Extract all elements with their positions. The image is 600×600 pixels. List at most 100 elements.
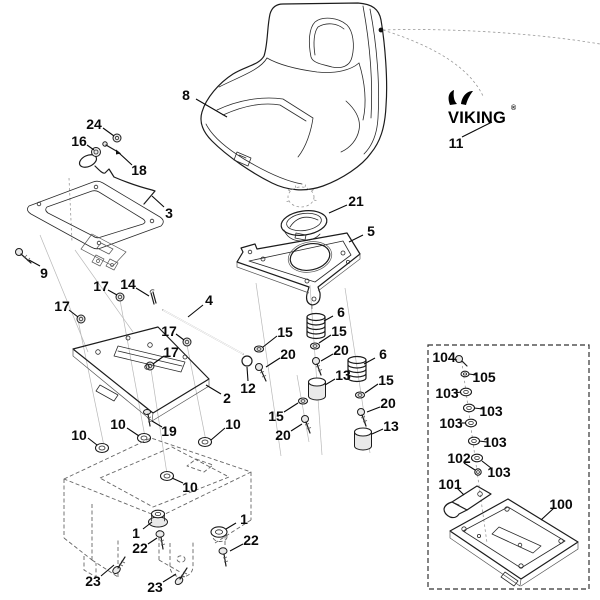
callout-line-3 xyxy=(151,195,165,208)
spacer-102 xyxy=(474,468,482,476)
callout-line-20 xyxy=(290,423,303,432)
callout-line-11 xyxy=(461,121,493,138)
part-label-17: 17 xyxy=(163,344,179,360)
part-label-101: 101 xyxy=(438,476,462,492)
part-label-23: 23 xyxy=(147,579,163,595)
part-label-21: 21 xyxy=(348,193,364,209)
part-label-24: 24 xyxy=(86,116,102,132)
part-label-15: 15 xyxy=(331,323,347,339)
part-label-5: 5 xyxy=(367,223,375,239)
part-label-103: 103 xyxy=(483,434,507,450)
callout-line-1 xyxy=(142,521,153,530)
part-label-19: 19 xyxy=(161,423,177,439)
part-label-17: 17 xyxy=(54,298,70,314)
inset-detail-box xyxy=(427,344,590,590)
part-label-20: 20 xyxy=(275,427,291,443)
part-label-12: 12 xyxy=(240,380,256,396)
part-label-3: 3 xyxy=(165,205,173,221)
part-label-18: 18 xyxy=(131,162,147,178)
part-label-103: 103 xyxy=(435,385,459,401)
part-label-10: 10 xyxy=(110,416,126,432)
screw-20-group xyxy=(255,357,368,434)
part-label-15: 15 xyxy=(378,372,394,388)
registered-mark: ® xyxy=(511,104,517,112)
callout-line-23 xyxy=(162,573,177,583)
seat-support-frame-drawing xyxy=(27,180,164,271)
callout-line-20 xyxy=(366,406,381,413)
callout-line-16 xyxy=(86,144,95,151)
grommet-1b xyxy=(210,526,228,538)
bushing-13-group xyxy=(307,377,373,451)
callout-line-20 xyxy=(265,357,281,368)
bolt-18 xyxy=(102,141,121,155)
callout-line-103 xyxy=(478,440,488,443)
spring-6b xyxy=(347,355,367,383)
seat-drawing xyxy=(200,2,600,191)
part-label-9: 9 xyxy=(40,265,48,281)
pin-14 xyxy=(149,289,157,305)
screw-22a xyxy=(155,530,166,550)
part-label-17: 17 xyxy=(93,278,109,294)
callout-line-15 xyxy=(364,383,379,394)
part-label-15: 15 xyxy=(277,324,293,340)
callout-line-100 xyxy=(540,507,555,521)
grommets-10 xyxy=(94,432,213,482)
part-label-22: 22 xyxy=(132,540,148,556)
part-label-103: 103 xyxy=(439,415,463,431)
part-label-104: 104 xyxy=(432,349,456,365)
callout-line-23 xyxy=(100,564,115,577)
part-label-10: 10 xyxy=(182,479,198,495)
ring-12 xyxy=(241,355,253,367)
nut-24 xyxy=(112,133,122,143)
part-label-8: 8 xyxy=(182,87,190,103)
screw-23b xyxy=(174,567,188,586)
decal-position-dot xyxy=(378,27,384,33)
bushing-1a xyxy=(148,509,168,528)
callout-line-15 xyxy=(262,335,278,348)
part-label-6: 6 xyxy=(337,304,345,320)
part-label-103: 103 xyxy=(479,403,503,419)
part-label-14: 14 xyxy=(120,276,136,292)
spring-6a xyxy=(306,312,326,340)
screw-19 xyxy=(143,409,153,427)
washer-15-group xyxy=(253,342,366,405)
chassis-reference-drawing xyxy=(63,437,252,586)
plate-100 xyxy=(449,498,579,587)
callout-line-10 xyxy=(87,437,98,446)
part-label-10: 10 xyxy=(71,427,87,443)
callout-line-103 xyxy=(473,407,484,410)
callout-line-15 xyxy=(283,402,299,413)
logo-left-horn-icon xyxy=(448,90,457,105)
part-label-1: 1 xyxy=(132,525,140,541)
callout-line-14 xyxy=(135,287,150,297)
assembly-axis-lines xyxy=(39,177,371,475)
part-label-2: 2 xyxy=(223,390,231,406)
part-label-100: 100 xyxy=(549,496,573,512)
logo-right-horn-icon xyxy=(461,91,473,105)
callout-line-17 xyxy=(175,333,185,341)
screw-104 xyxy=(455,355,468,367)
callout-line-9 xyxy=(28,259,41,267)
callout-line-21 xyxy=(328,204,348,214)
part-label-13: 13 xyxy=(383,418,399,434)
callout-line-2 xyxy=(205,384,222,395)
callout-line-101 xyxy=(456,487,465,496)
bolt-9 xyxy=(15,248,32,264)
callout-line-17 xyxy=(107,289,118,296)
callout-line-18 xyxy=(118,152,133,166)
part-label-102: 102 xyxy=(447,450,471,466)
callout-line-19 xyxy=(151,420,163,428)
viking-logo-text: VIKING xyxy=(448,109,506,127)
part-label-23: 23 xyxy=(85,573,101,589)
switch-drawing xyxy=(280,182,328,242)
callout-line-17 xyxy=(152,355,165,365)
part-label-4: 4 xyxy=(205,292,213,308)
part-label-22: 22 xyxy=(243,532,259,548)
callout-line-104 xyxy=(451,358,458,361)
callout-line-10 xyxy=(126,427,140,437)
part-label-103: 103 xyxy=(487,464,511,480)
part-label-13: 13 xyxy=(335,367,351,383)
suspension-parts xyxy=(253,312,373,451)
